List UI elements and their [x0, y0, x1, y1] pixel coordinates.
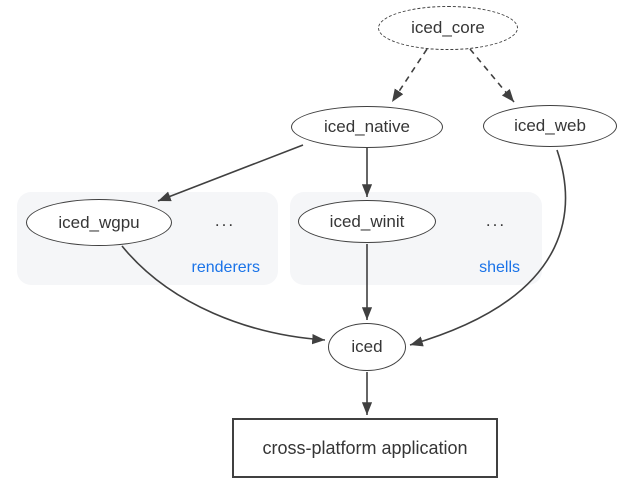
node-application-label: cross-platform application: [262, 437, 468, 458]
edge-iced-native-to-iced-wgpu: [157, 144, 304, 202]
edge-iced-web-to-iced: [409, 149, 567, 347]
cluster-label-renderers: renderers: [191, 259, 260, 276]
edge-iced-wgpu-to-iced: [121, 245, 326, 345]
node-iced-core: iced_core: [378, 6, 518, 50]
node-iced-web-label: iced_web: [514, 116, 586, 135]
edge-iced-core-to-iced-web: [469, 48, 515, 103]
node-iced-label: iced: [351, 337, 383, 356]
node-iced-winit: iced_winit: [298, 200, 436, 243]
cluster-label-shells: shells: [479, 259, 520, 276]
node-iced: iced: [328, 323, 406, 371]
node-iced-core-label: iced_core: [411, 18, 485, 37]
node-iced-winit-label: iced_winit: [329, 211, 405, 231]
node-iced-native: iced_native: [291, 106, 443, 148]
node-iced-web: iced_web: [483, 105, 617, 147]
node-cross-platform-application: cross-platform application: [232, 418, 498, 478]
shells-ellipsis: ...: [485, 211, 507, 230]
edge-iced-core-to-iced-native: [391, 48, 428, 103]
renderers-ellipsis: ...: [214, 211, 236, 230]
node-iced-native-label: iced_native: [323, 117, 410, 136]
node-iced-wgpu-label: iced_wgpu: [58, 212, 140, 232]
node-iced-wgpu: iced_wgpu: [26, 199, 172, 246]
